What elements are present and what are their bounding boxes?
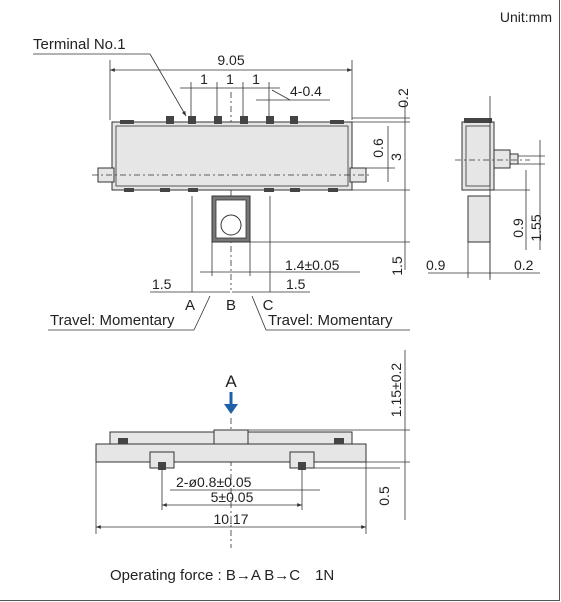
terminal xyxy=(214,116,222,124)
terminal xyxy=(240,116,248,124)
dim-travel-right: 1.5 xyxy=(286,276,306,292)
side-view: 0.9 1.55 0.9 0.2 xyxy=(426,96,545,280)
terminal xyxy=(166,116,174,124)
dim-side-02: 0.2 xyxy=(514,257,534,273)
position-b: B xyxy=(226,297,236,314)
dim-hole-pitch: 5±0.05 xyxy=(211,489,254,505)
dim-bottom-05: 0.5 xyxy=(376,486,392,506)
position-a: A xyxy=(185,297,195,314)
bottom-view: A 1.15±0.2 0.5 2-ø0.8±0.05 5±0.05 10.17 xyxy=(95,350,410,548)
arrow-head-icon xyxy=(224,404,238,414)
arrow-label: A xyxy=(225,372,237,391)
dim-travel-left: 1.5 xyxy=(152,276,172,292)
travel-right-label: Travel: Momentary xyxy=(268,312,393,329)
unit-label: Unit:mm xyxy=(500,9,552,25)
switch-body xyxy=(111,121,353,191)
dim-side-09b: 0.9 xyxy=(426,257,446,273)
side-knob xyxy=(467,195,491,243)
dim-pitch-1: 1 xyxy=(200,71,208,87)
dim-terminal-width: 4-0.4 xyxy=(290,83,322,99)
dim-pitch-3: 1 xyxy=(252,71,260,87)
side-actuator xyxy=(493,149,511,169)
dim-h06: 0.6 xyxy=(370,138,386,158)
top-view: 9.05 1 1 1 4-0.4 Terminal No.1 xyxy=(33,36,411,331)
dim-knob-width: 1.4±0.05 xyxy=(285,257,340,273)
knob-circle xyxy=(220,214,242,236)
bottom-body xyxy=(95,443,367,463)
side-body xyxy=(461,121,495,191)
operating-force: Operating force : B→A B→C 1N xyxy=(110,567,334,584)
dim-side-155: 1.55 xyxy=(528,214,544,241)
travel-left-label: Travel: Momentary xyxy=(50,312,175,329)
dim-hole: 2-ø0.8±0.05 xyxy=(176,474,252,490)
dim-bottom-width: 10.17 xyxy=(213,511,248,527)
terminal xyxy=(266,116,274,124)
dim-side-09: 0.9 xyxy=(510,218,526,238)
terminal xyxy=(188,116,196,124)
dim-knob-len: 1.5 xyxy=(389,256,405,276)
terminal-label: Terminal No.1 xyxy=(33,36,126,53)
position-c: C xyxy=(263,297,274,314)
dim-pitch-2: 1 xyxy=(226,71,234,87)
dim-h3: 3 xyxy=(388,153,404,161)
dim-bottom-height: 1.15±0.2 xyxy=(388,363,404,418)
dim-top-gap: 0.2 xyxy=(395,88,411,108)
terminal xyxy=(290,116,298,124)
dim-width-total: 9.05 xyxy=(217,52,244,68)
